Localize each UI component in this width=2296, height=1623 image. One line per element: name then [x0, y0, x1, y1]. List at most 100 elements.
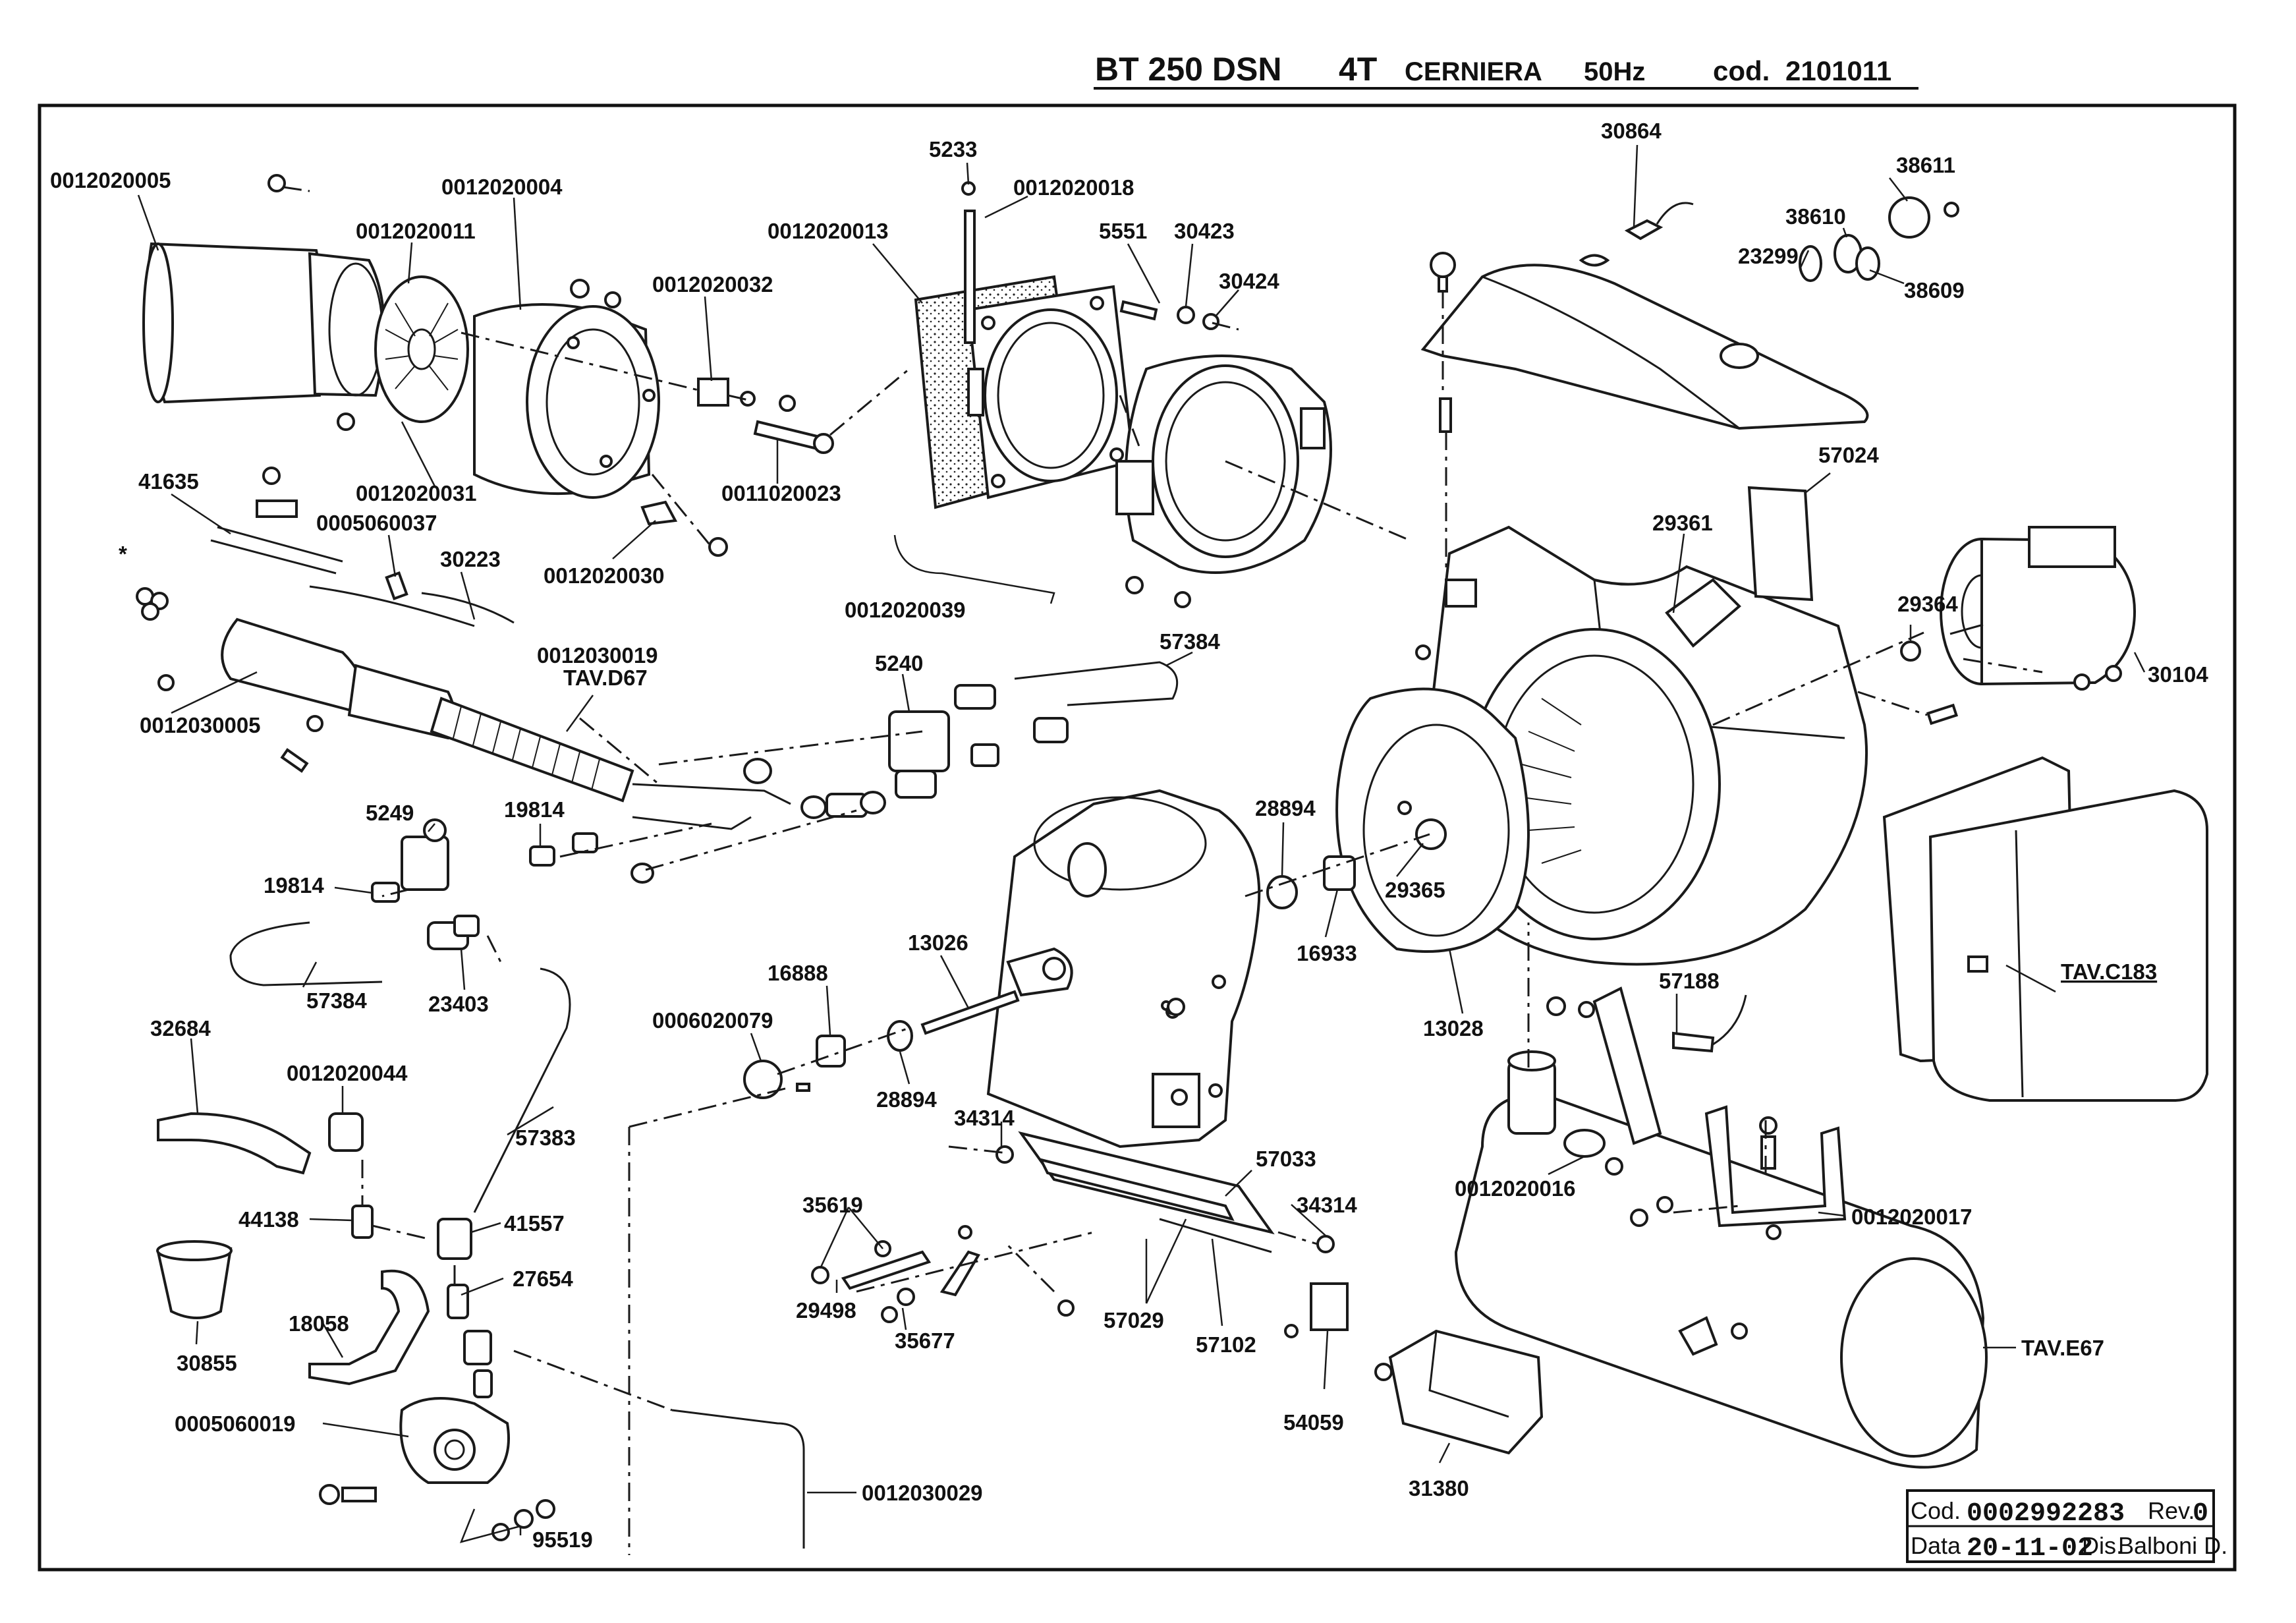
air-intake-box [986, 789, 1261, 1149]
long-screw [753, 420, 819, 450]
label-13026: 13026 [908, 930, 968, 955]
motor-end-cap [1840, 1257, 1988, 1458]
header: BT 250 DSN 4T CERNIERA 50Hz cod. 2101011 [1094, 51, 1918, 90]
label-0012020005: 0012020005 [50, 168, 171, 192]
oil-filter [156, 1247, 233, 1319]
label-57188: 57188 [1659, 969, 1720, 993]
label-0012030005: 0012030005 [140, 713, 261, 737]
label-0012030029: 0012030029 [862, 1481, 983, 1505]
title-drawn-label: Dis. [2082, 1532, 2123, 1559]
label-18058: 18058 [289, 1311, 349, 1336]
lever-0006020079 [743, 1060, 783, 1099]
title-rev: 0 [2193, 1499, 2208, 1529]
label-28894-lower: 28894 [876, 1087, 937, 1112]
label-29361: 29361 [1652, 511, 1713, 535]
burner-cover [1420, 264, 1869, 430]
flange-opening [984, 308, 1118, 482]
label-0012020016: 0012020016 [1455, 1176, 1576, 1201]
title-date-label: Data [1911, 1532, 1961, 1559]
label-29498: 29498 [796, 1298, 856, 1323]
diffuser-disc [374, 275, 469, 423]
label-0005060037: 0005060037 [316, 511, 437, 535]
label-0011020023: 0011020023 [721, 481, 841, 505]
hinge-pin [964, 210, 976, 344]
label-0012020011: 0012020011 [356, 219, 476, 243]
eyebolt [1430, 252, 1456, 278]
label-30855: 30855 [177, 1351, 237, 1375]
label-0012020030: 0012020030 [544, 563, 665, 588]
label-13028: 13028 [1423, 1016, 1484, 1040]
label-5233: 5233 [929, 137, 977, 161]
hinge-lug [1115, 460, 1154, 515]
label-95519: 95519 [532, 1527, 593, 1552]
label-0012020039: 0012020039 [845, 598, 966, 622]
header-frequency: 50Hz [1584, 57, 1645, 86]
head-bracket [697, 378, 729, 407]
label-30423: 30423 [1174, 219, 1235, 243]
control-box [1882, 756, 2208, 1102]
fan-wheel-blades [1665, 578, 1741, 648]
label-38609: 38609 [1904, 278, 1965, 302]
capacitor-bracket [1592, 986, 1662, 1145]
label-57384-lower: 57384 [306, 988, 367, 1013]
fan-housing-group [1335, 196, 2137, 966]
elbow-0012020044 [328, 1112, 364, 1152]
label-19814-lower: 19814 [264, 873, 324, 897]
oil-line-hose [430, 697, 634, 803]
label-41557: 41557 [504, 1211, 565, 1236]
title-code: 0002992283 [1967, 1499, 2125, 1529]
motor-bracket [1747, 486, 1814, 602]
oil-supply-group [156, 661, 1179, 1549]
blast-tube-collar [308, 252, 385, 397]
label-0012020031: 0012020031 [356, 481, 477, 505]
label-30424: 30424 [1219, 269, 1279, 293]
label-29365: 29365 [1385, 878, 1445, 902]
part-labels: 0012020005 0012020011 0012020004 0012020… [50, 119, 2208, 1552]
label-23403: 23403 [428, 992, 489, 1016]
label-57029: 57029 [1104, 1308, 1164, 1332]
label-30223: 30223 [440, 547, 501, 571]
header-variant: CERNIERA [1405, 57, 1542, 86]
label-5240: 5240 [875, 651, 923, 675]
capacitor [1507, 1060, 1556, 1135]
flexible-hose-18058 [308, 1269, 430, 1386]
label-35677: 35677 [895, 1328, 955, 1353]
fitting-41557 [437, 1218, 472, 1260]
label-star: * [119, 542, 127, 566]
photocell [1624, 219, 1664, 241]
bushing-16933 [1323, 855, 1356, 891]
label-5249: 5249 [366, 801, 414, 825]
nozzle-holder-tube [221, 617, 365, 714]
label-57384-upper: 57384 [1160, 629, 1220, 654]
drawing-frame [38, 103, 2237, 1572]
control-box-cover [1928, 789, 2208, 1102]
label-0012030019: 0012030019 [537, 643, 658, 668]
label-57024: 57024 [1818, 443, 1879, 467]
damper-plate [1018, 1131, 1275, 1235]
transformer-bracket [1310, 1282, 1349, 1331]
label-0012020018: 0012020018 [1013, 175, 1134, 200]
label-30864: 30864 [1601, 119, 1662, 143]
bushing-16888 [816, 1035, 846, 1068]
motor-terminal-box [2028, 526, 2116, 568]
label-54059: 54059 [1283, 1410, 1344, 1435]
label-30104: 30104 [2148, 662, 2208, 687]
label-38610: 38610 [1785, 204, 1846, 229]
title-code-label: Cod. [1911, 1497, 1961, 1524]
label-tav-e67: TAV.E67 [2021, 1336, 2104, 1360]
label-38611: 38611 [1896, 153, 1955, 177]
header-stage: 4T [1339, 51, 1377, 88]
head-clamp [640, 500, 678, 526]
combustion-head-group [142, 174, 834, 557]
label-0005060019: 0005060019 [175, 1411, 296, 1436]
flange-hinge-group [893, 181, 1332, 608]
label-34314-right: 34314 [1297, 1193, 1357, 1217]
label-16888: 16888 [768, 961, 828, 985]
label-32684: 32684 [150, 1016, 211, 1040]
label-19814-upper: 19814 [504, 797, 565, 822]
electrode-screw [385, 571, 408, 600]
header-code-label: cod. [1713, 55, 1770, 86]
label-57383: 57383 [515, 1125, 576, 1150]
label-41635: 41635 [138, 469, 199, 494]
